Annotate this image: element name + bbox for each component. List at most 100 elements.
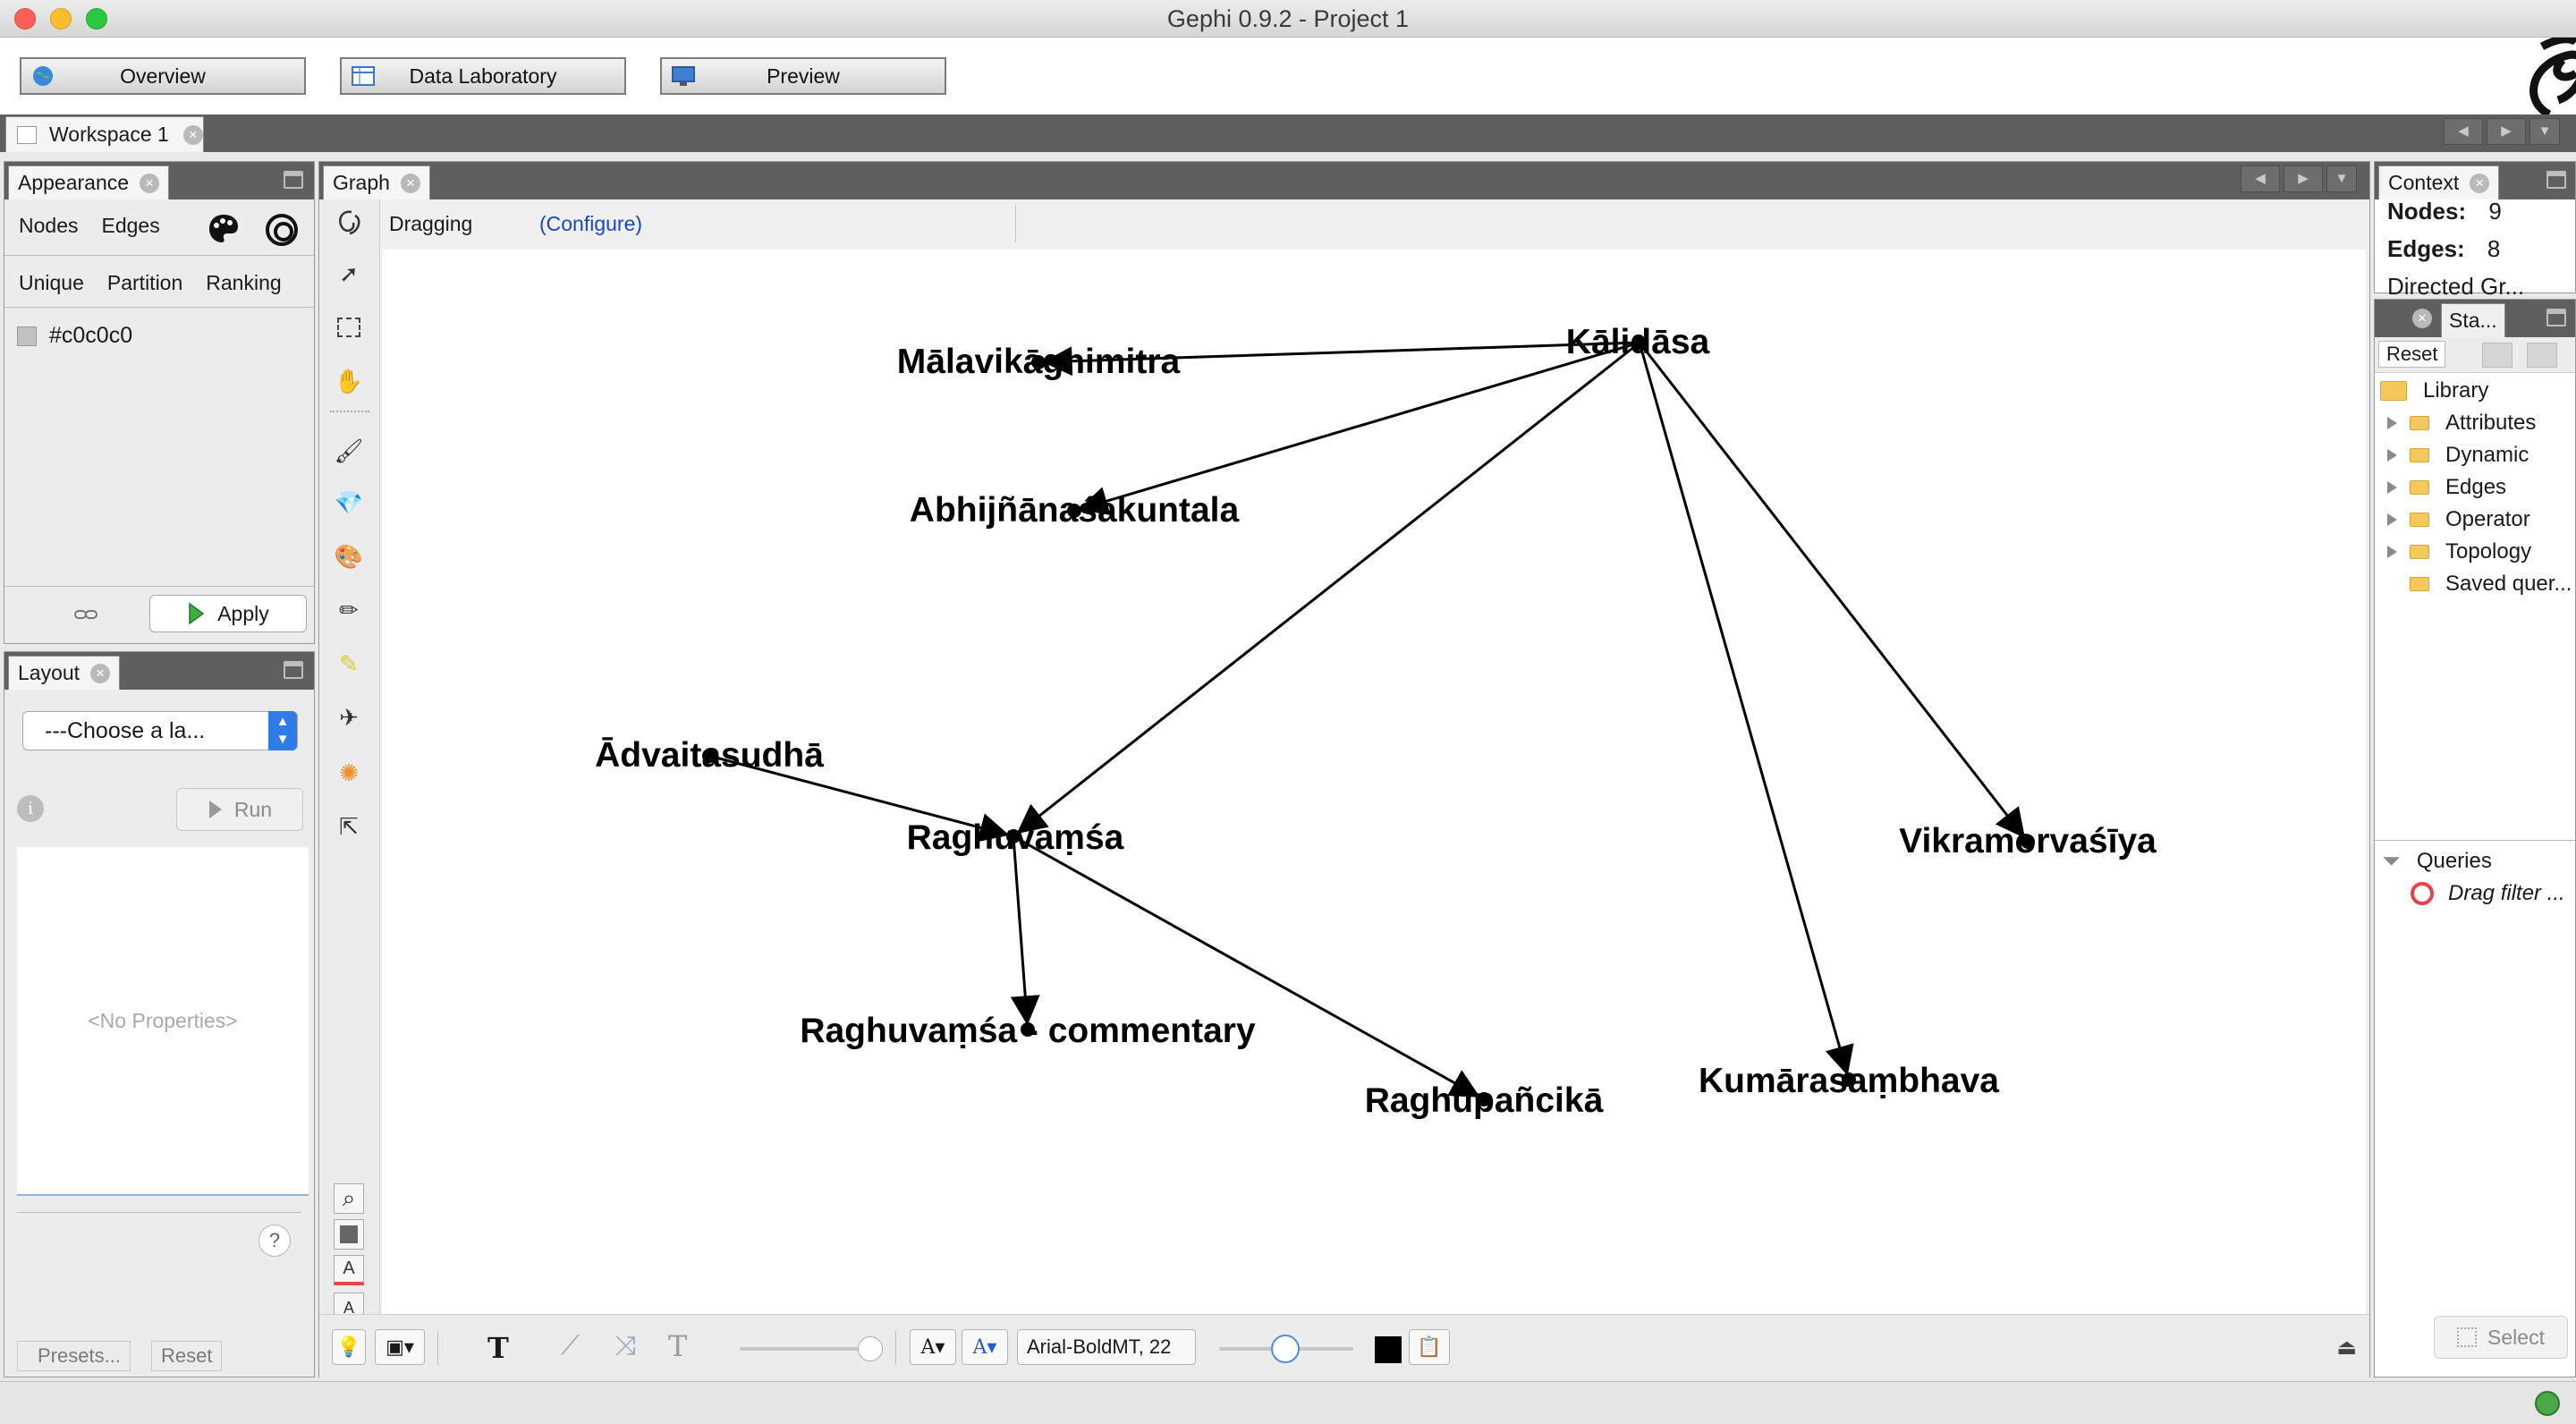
graph-edge[interactable]	[1638, 342, 1854, 1076]
overview-button[interactable]: Overview	[20, 57, 306, 95]
close-icon[interactable]: ×	[182, 124, 203, 145]
graph-edge[interactable]	[1010, 835, 1040, 1026]
graph-node[interactable]	[1067, 504, 1081, 518]
statistics-tab[interactable]: Sta...	[2441, 303, 2505, 337]
export-icon[interactable]	[2482, 343, 2512, 368]
context-tab[interactable]: Context ×	[2378, 165, 2500, 199]
edge-pencil-icon[interactable]: ✎	[339, 649, 359, 677]
presets-button[interactable]: Presets...	[17, 1341, 131, 1371]
graph-node[interactable]	[2021, 835, 2035, 849]
graph-tab[interactable]: Graph ×	[323, 165, 430, 199]
lightbulb-icon[interactable]: 💡	[332, 1329, 366, 1365]
library-item-edges[interactable]: Edges	[2375, 471, 2506, 504]
chevron-down-icon[interactable]: ▼	[2326, 165, 2357, 192]
clipboard-icon[interactable]: 📋	[1409, 1329, 1450, 1365]
configure-link[interactable]: (Configure)	[539, 212, 643, 235]
graph-node[interactable]	[1031, 355, 1046, 369]
scroll-right-icon[interactable]: ▶	[2284, 165, 2323, 192]
select-cursor-icon[interactable]: ➚	[339, 259, 359, 287]
show-labels-icon[interactable]: T	[487, 1331, 509, 1365]
close-icon[interactable]: ×	[2412, 309, 2432, 328]
expand-icon[interactable]	[2387, 546, 2397, 558]
center-on-graph-icon[interactable]: ⌕	[334, 1183, 364, 1214]
scroll-left-icon[interactable]: ◀	[2444, 118, 2483, 145]
minimize-window-icon[interactable]	[284, 171, 303, 189]
background-color-icon[interactable]	[334, 1219, 364, 1250]
graph-node[interactable]	[702, 749, 716, 763]
notification-icon[interactable]	[2535, 1391, 2560, 1416]
label-color-icon[interactable]: A	[334, 1255, 364, 1285]
font-size-icon[interactable]: A▾	[910, 1329, 956, 1365]
minimize-window-icon[interactable]	[2546, 309, 2566, 326]
size-icon[interactable]	[264, 212, 300, 248]
graph-node[interactable]	[1021, 1022, 1035, 1037]
rectangle-select-icon[interactable]	[334, 312, 364, 343]
layout-reset-button[interactable]: Reset	[151, 1341, 223, 1371]
color-row[interactable]: #c0c0c0	[17, 323, 132, 349]
info-icon[interactable]: i	[17, 795, 44, 822]
graph-edge[interactable]	[1013, 835, 1480, 1098]
chain-link-icon[interactable]	[72, 604, 99, 625]
library-item-dynamic[interactable]: Dynamic	[2375, 439, 2529, 471]
palette-icon[interactable]	[207, 212, 241, 246]
data-laboratory-button[interactable]: Data Laboratory	[340, 57, 626, 95]
close-icon[interactable]: ×	[140, 173, 160, 193]
color-swatch[interactable]	[17, 326, 37, 346]
layout-tab[interactable]: Layout ×	[8, 656, 121, 690]
graph-node[interactable]	[1632, 335, 1647, 350]
graph-edge[interactable]	[1042, 341, 1640, 377]
expand-icon[interactable]	[2387, 513, 2397, 526]
graph-node[interactable]	[1842, 1072, 1856, 1087]
minimize-window-icon[interactable]	[284, 661, 303, 679]
workspace-tab[interactable]: Workspace 1 ×	[5, 116, 204, 152]
tab-ranking[interactable]: Ranking	[206, 271, 282, 294]
tab-edges[interactable]: Edges	[101, 214, 160, 237]
window-close-button[interactable]	[14, 8, 36, 30]
expand-icon[interactable]	[2387, 449, 2397, 462]
pencil-icon[interactable]: ✏	[339, 596, 359, 623]
paintbrush-icon[interactable]: 🖌	[334, 437, 364, 464]
graph-edge[interactable]	[1078, 341, 1640, 516]
scroll-left-icon[interactable]: ◀	[2241, 165, 2280, 192]
close-icon[interactable]: ×	[400, 173, 420, 193]
window-zoom-button[interactable]	[86, 8, 107, 30]
screenshot-icon[interactable]: ▣▾	[375, 1329, 425, 1365]
edge-label-icon[interactable]: ⟋	[561, 1331, 580, 1360]
label-size-slider[interactable]	[1219, 1335, 1353, 1363]
run-button[interactable]: Run	[176, 788, 303, 831]
edge-scale-slider[interactable]	[740, 1336, 883, 1361]
eject-icon[interactable]: ⏏	[2336, 1335, 2357, 1360]
library-item-saved-queries[interactable]: Saved quer...	[2375, 568, 2572, 600]
graph-node[interactable]	[1477, 1092, 1491, 1106]
graph-node[interactable]	[1006, 829, 1021, 843]
library-row[interactable]: Library	[2375, 375, 2488, 407]
edit-cursor-icon[interactable]: ⇱	[339, 812, 359, 840]
appearance-tab[interactable]: Appearance ×	[8, 165, 170, 199]
tab-nodes[interactable]: Nodes	[19, 214, 79, 237]
library-item-topology[interactable]: Topology	[2375, 536, 2531, 568]
save-icon[interactable]	[2527, 343, 2557, 368]
tab-partition[interactable]: Partition	[106, 271, 183, 294]
diamond-size-icon[interactable]: 💎	[334, 488, 364, 516]
close-icon[interactable]: ×	[2470, 173, 2490, 193]
scroll-right-icon[interactable]: ▶	[2487, 118, 2526, 145]
close-icon[interactable]: ×	[90, 663, 111, 683]
expand-icon[interactable]	[2387, 417, 2397, 429]
shortest-path-icon[interactable]: ✈	[339, 703, 359, 731]
graph-edge[interactable]	[708, 754, 1010, 843]
drag-hand-icon[interactable]: ✋	[334, 367, 364, 394]
heat-map-icon[interactable]: ✺	[339, 759, 359, 786]
font-selector[interactable]: Arial-BoldMT, 22	[1017, 1329, 1196, 1365]
minimize-window-icon[interactable]	[2546, 171, 2566, 189]
edge-color-icon[interactable]: ⤨	[614, 1331, 636, 1360]
expand-icon[interactable]	[2387, 481, 2397, 494]
library-item-operator[interactable]: Operator	[2375, 504, 2530, 536]
layout-algorithm-select[interactable]: ---Choose a la... ▲▼	[22, 711, 298, 750]
help-icon[interactable]: ?	[258, 1225, 291, 1257]
graph-edge[interactable]	[1638, 342, 2026, 839]
window-minimize-button[interactable]	[50, 8, 72, 30]
tab-unique[interactable]: Unique	[19, 271, 84, 294]
filters-reset-button[interactable]: Reset	[2378, 341, 2446, 368]
apply-button[interactable]: Apply	[149, 595, 307, 632]
